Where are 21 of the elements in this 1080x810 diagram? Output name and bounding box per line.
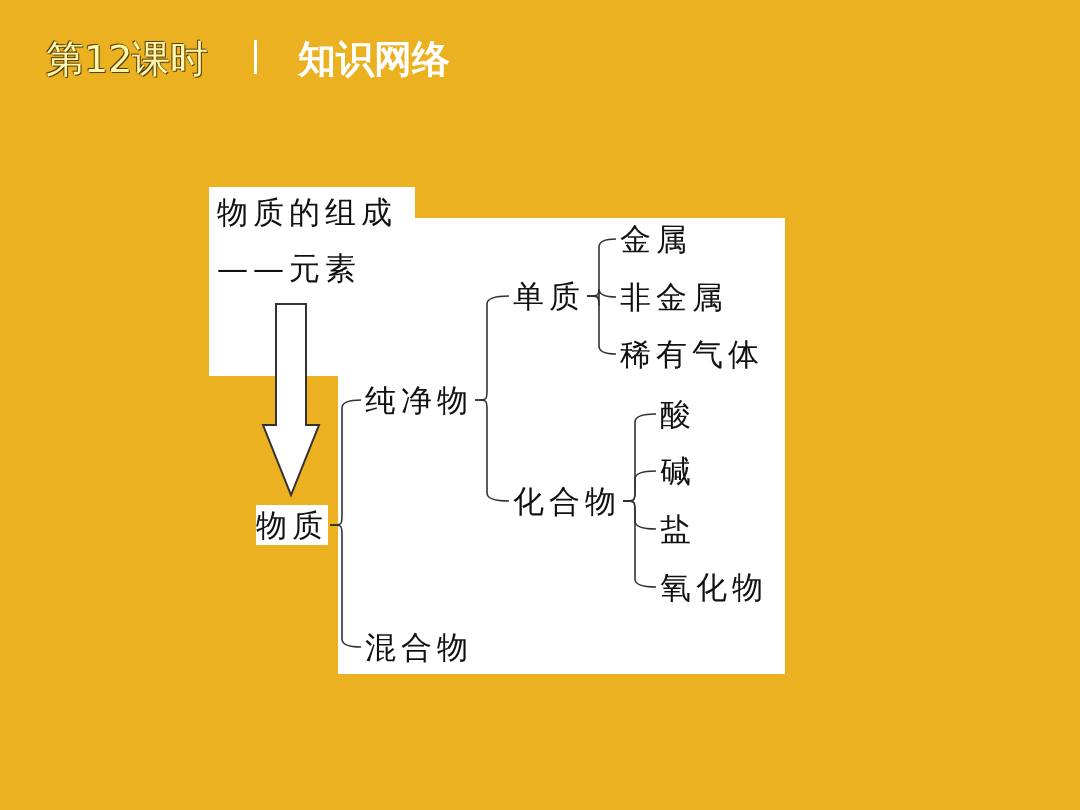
term-text: 碱 — [660, 453, 696, 489]
term-text: 盐 — [660, 511, 696, 547]
term-text: 非金属 — [620, 279, 728, 315]
term-text: 酸 — [660, 396, 696, 432]
term-text: 化合物 — [513, 483, 621, 519]
term-text: 稀有气体 — [620, 336, 764, 372]
page-title: 知识网络 — [298, 36, 450, 83]
term-text: ——元素 — [217, 250, 362, 286]
term-text: 氧化物 — [660, 569, 768, 605]
block-arrow — [261, 303, 321, 498]
brace-line — [586, 295, 617, 355]
brace-line — [622, 500, 657, 588]
term-text: 纯净物 — [365, 382, 473, 418]
term-text: 单质 — [513, 278, 585, 314]
term-text: 物质 — [256, 507, 328, 543]
term-text: 金属 — [620, 221, 692, 257]
term-text: 混合物 — [365, 629, 473, 665]
brace-line — [329, 524, 362, 648]
term-text: 物质的组成 — [217, 194, 397, 230]
brace-line — [474, 399, 510, 502]
lesson-heading: 第12课时 — [46, 36, 209, 83]
